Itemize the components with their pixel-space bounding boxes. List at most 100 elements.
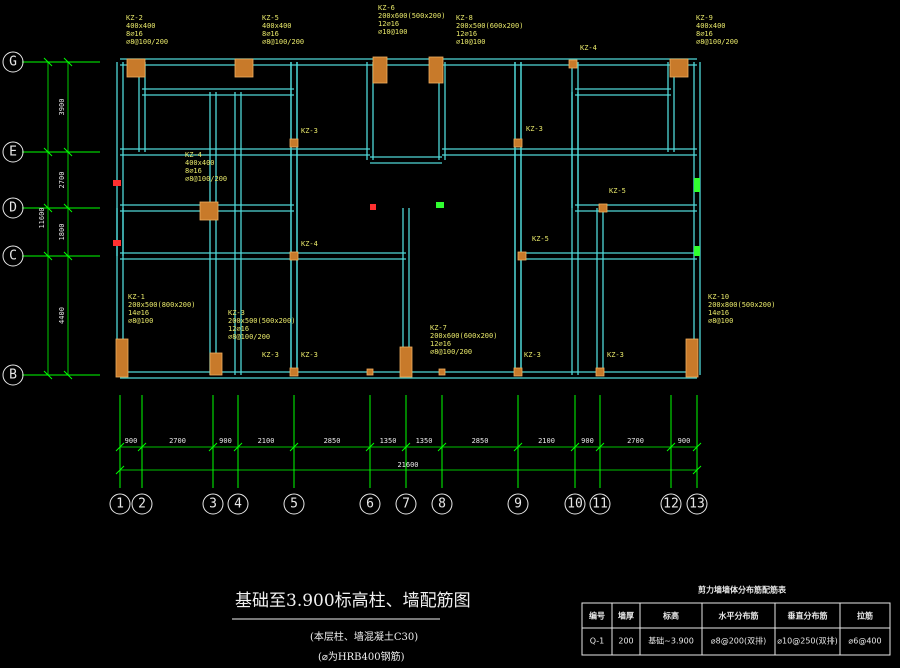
dim-tick-col-4 (233, 442, 243, 452)
axis-bubble-col-1 (109, 493, 131, 515)
axis-label-col-10: 10 (567, 497, 583, 512)
label-kz3f-0: KZ-3 (607, 351, 624, 359)
table-header-2: 标高 (662, 611, 679, 621)
axis-label-col-6: 6 (366, 497, 374, 512)
label-kz7-1: 200x600(600x200) (430, 332, 497, 340)
column-kz10 (685, 338, 699, 378)
label-kz5-3: ⌀8@100/200 (262, 38, 304, 46)
dim-tick-col-7 (401, 442, 411, 452)
label-kz6-1: 200x600(500x200) (378, 12, 445, 20)
axis-bubble-col-4 (227, 493, 249, 515)
dim-tick-inner-D (63, 203, 73, 213)
wall-end-e (370, 204, 376, 210)
table-cell-0-1: 200 (618, 637, 633, 646)
column-kz8-a (428, 56, 444, 84)
dim-tick-col-12 (666, 442, 676, 452)
label-kz4a-0: KZ-4 (580, 44, 597, 52)
column-kz3-d (289, 367, 299, 377)
axis-label-B: B (9, 368, 17, 383)
table-cell-0-0: Q-1 (590, 637, 605, 646)
label-kz10-3: ⌀8@100 (708, 317, 733, 325)
column-kz3-c (209, 352, 223, 376)
column-kz3-f (595, 367, 605, 377)
axis-bubble-col-3 (202, 493, 224, 515)
drawing-subtitle-1: (本层柱、墙混凝土C30) (310, 630, 418, 643)
beam-E-right (442, 148, 697, 156)
beam-sub-left (142, 88, 294, 96)
axis-bubble-col-9 (507, 493, 529, 515)
table-border (581, 602, 891, 656)
axis-bubble-col-13 (686, 493, 708, 515)
label-kz3c-1: 200x500(500x200) (228, 317, 295, 325)
label-kz3c-2: 12⌀16 (228, 325, 249, 333)
beam-vert-5 (290, 62, 298, 375)
column-kz4-top (568, 59, 578, 69)
beam-vert-1 (209, 92, 217, 375)
label-kz2-1: 400x400 (126, 22, 156, 30)
wall-end-a (113, 180, 121, 186)
col-dim-8: 2100 (538, 437, 555, 445)
axis-bubble-col-11 (589, 493, 611, 515)
label-kz6-3: ⌀10@100 (378, 28, 408, 36)
table-title: 剪力墙墙体分布筋配筋表 (698, 585, 787, 595)
dim-tick-outer-B (43, 370, 53, 380)
col-dim-11: 900 (678, 437, 691, 445)
dim-tick-inner-E (63, 147, 73, 157)
label-kz10-2: 14⌀16 (708, 309, 729, 317)
column-kz4b (199, 201, 219, 221)
label-kz9-1: 400x400 (696, 22, 726, 30)
label-kz3c-3: ⌀8@100/200 (228, 333, 270, 341)
column-kz3-b (513, 138, 523, 148)
axis-label-C: C (9, 249, 17, 264)
beam-E-left (120, 148, 370, 156)
axis-bubble-G (2, 51, 24, 73)
column-kz2 (126, 58, 146, 78)
axis-label-col-1: 1 (116, 497, 124, 512)
axis-bubble-col-10 (564, 493, 586, 515)
dim-tick-col-13 (692, 442, 702, 452)
label-kz5b-0: KZ-5 (609, 187, 626, 195)
label-kz1-3: ⌀8@100 (128, 317, 153, 325)
label-kz6-2: 12⌀16 (378, 20, 399, 28)
table-header-5: 拉筋 (857, 611, 873, 621)
row-dim-2: 1800 (58, 224, 66, 241)
label-kz7-3: ⌀8@100/200 (430, 348, 472, 356)
dim-tick-outer-G (43, 57, 53, 67)
dim-tick-total-r (692, 465, 702, 475)
drawing-subtitle-2: (⌀为HRB400钢筋) (318, 650, 405, 663)
col-dim-total: 21600 (397, 461, 418, 469)
label-kz4b-0: KZ-4 (185, 151, 202, 159)
axis-label-col-12: 12 (663, 497, 679, 512)
dim-tick-inner-B (63, 370, 73, 380)
axis-label-col-9: 9 (514, 497, 522, 512)
label-kz2-3: ⌀8@100/200 (126, 38, 168, 46)
axis-bubble-col-7 (395, 493, 417, 515)
col-dim-5: 1350 (380, 437, 397, 445)
axis-label-col-2: 2 (138, 497, 146, 512)
beam-vert-7 (514, 62, 522, 375)
col-dim-0: 900 (125, 437, 138, 445)
column-kz4-c (289, 251, 299, 261)
wall-end-f (436, 202, 444, 208)
beam-wall-left (116, 208, 124, 256)
axis-bubble-col-5 (283, 493, 305, 515)
dim-tick-outer-E (43, 147, 53, 157)
column-kz7 (399, 346, 413, 378)
row-dim-0: 3900 (58, 99, 66, 116)
column-small-b (438, 368, 446, 376)
dim-tick-col-3 (208, 442, 218, 452)
col-dim-10: 2700 (627, 437, 644, 445)
dim-tick-col-1 (115, 442, 125, 452)
wall-end-b (113, 240, 121, 246)
dim-tick-inner-C (63, 251, 73, 261)
label-kz3c-0: KZ-3 (228, 309, 245, 317)
label-kz5-0: KZ-5 (262, 14, 279, 22)
dim-tick-col-9 (513, 442, 523, 452)
beam-col-1 (116, 62, 124, 375)
dim-tick-inner-G (63, 57, 73, 67)
column-kz1 (115, 338, 129, 378)
label-kz7-2: 12⌀16 (430, 340, 451, 348)
column-kz3-e (513, 367, 523, 377)
axis-label-E: E (9, 145, 17, 160)
